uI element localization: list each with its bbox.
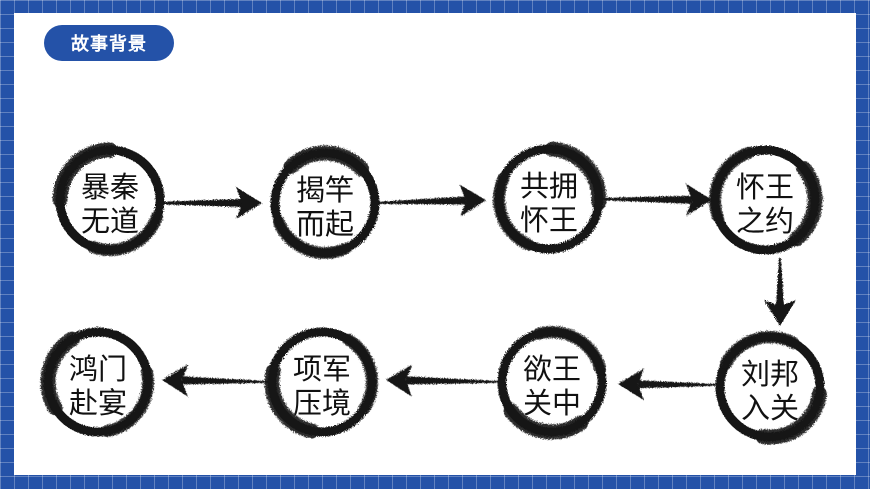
node-label-line2: 而起 xyxy=(296,207,354,241)
section-title: 故事背景 xyxy=(44,25,174,61)
arrow-shaft xyxy=(150,199,242,207)
ink-brush-stroke xyxy=(533,326,607,376)
arrow-shaft xyxy=(776,258,784,306)
ink-brush-stroke xyxy=(101,366,154,438)
arrow-shaft xyxy=(405,376,501,385)
ink-brush-stroke xyxy=(40,331,80,416)
node-label-line2: 之约 xyxy=(736,204,794,238)
arrow-shaft xyxy=(637,380,717,389)
flow-arrow xyxy=(371,184,486,217)
arrow-shaft xyxy=(595,195,693,204)
node-label-line1: 刘邦 xyxy=(741,357,799,391)
ink-brush-stroke xyxy=(788,161,823,247)
arrow-head xyxy=(459,184,486,217)
ink-brush-stroke xyxy=(544,141,607,210)
arrow-shaft xyxy=(181,376,269,385)
ink-brush-stroke xyxy=(755,386,828,445)
node-label-line1: 项军 xyxy=(293,352,351,386)
arrow-head xyxy=(161,364,189,397)
node-label-line1: 欲王 xyxy=(523,352,581,386)
node-label-line2: 入关 xyxy=(741,391,799,425)
node-label-line2: 无道 xyxy=(81,204,139,238)
ink-brush-stroke xyxy=(52,142,118,208)
flow-arrow xyxy=(764,258,796,326)
arrow-head xyxy=(685,183,712,216)
arrow-head xyxy=(618,368,645,401)
ink-brush-stroke xyxy=(503,403,589,440)
node-label-line2: 赴宴 xyxy=(69,386,127,420)
ink-brush-stroke xyxy=(264,364,320,439)
node-label-line1: 怀王 xyxy=(736,170,794,204)
ink-brush-stroke xyxy=(283,145,370,177)
flow-arrow xyxy=(595,183,712,216)
arrow-shaft xyxy=(371,196,467,205)
node-label-line1: 暴秦 xyxy=(81,170,139,204)
node-label-line2: 关中 xyxy=(523,386,581,420)
ink-brush-stroke xyxy=(342,333,378,415)
node-label-line2: 压境 xyxy=(293,386,351,420)
arrow-head xyxy=(764,300,796,326)
ink-brush-stroke xyxy=(86,211,163,256)
flow-arrow xyxy=(618,368,717,401)
node-label-line2: 怀王 xyxy=(520,203,578,237)
node-label-line1: 共拥 xyxy=(520,169,578,203)
ink-brush-stroke xyxy=(719,331,800,370)
content-panel xyxy=(14,13,856,475)
ink-brush-stroke xyxy=(709,146,755,223)
arrow-head xyxy=(385,364,413,397)
flow-arrow xyxy=(385,364,501,397)
ink-brush-stroke xyxy=(493,172,535,251)
flow-arrow xyxy=(150,187,262,219)
arrow-head xyxy=(236,187,262,219)
flow-arrow xyxy=(161,364,269,397)
node-label-line1: 揭竿 xyxy=(296,173,354,207)
ink-brush-stroke xyxy=(272,216,351,259)
node-label-line1: 鸿门 xyxy=(69,352,127,386)
